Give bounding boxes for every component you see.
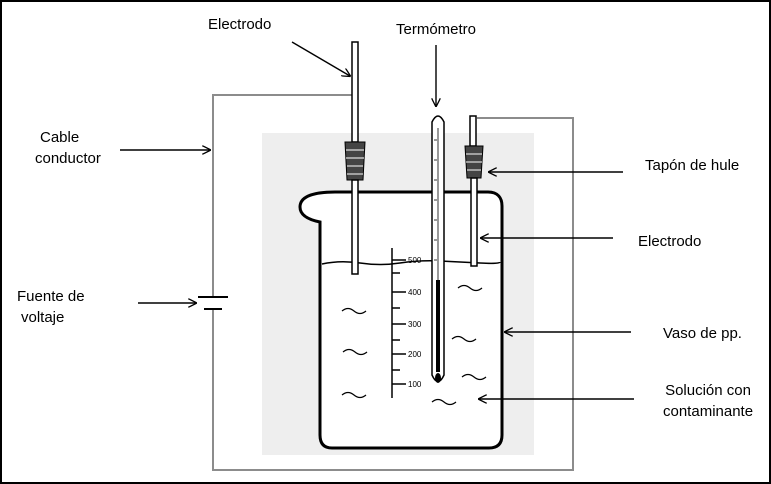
label-termometro: Termómetro xyxy=(396,21,477,38)
conductor-cable xyxy=(212,94,355,296)
label-solucion-con-contaminante: Solución con contaminante xyxy=(663,382,754,420)
label-vaso-de-pp: Vaso de pp. xyxy=(663,325,742,342)
label-cable-conductor: Cable conductor xyxy=(35,129,101,167)
scale-mark: 100 xyxy=(408,380,422,389)
beaker xyxy=(298,190,504,450)
scale-mark: 200 xyxy=(408,350,422,359)
left-electrode xyxy=(344,41,366,275)
scale-mark: 500 xyxy=(408,256,422,265)
right-electrode xyxy=(464,115,484,267)
conductor-cable-lower xyxy=(212,117,574,471)
scale-mark: 400 xyxy=(408,288,422,297)
scale-mark: 300 xyxy=(408,320,422,329)
arrow-electrodo-top xyxy=(291,41,350,76)
volume-scale xyxy=(391,248,406,398)
label-electrodo-top: Electrodo xyxy=(208,16,272,33)
label-tapon-de-hule: Tapón de hule xyxy=(645,157,740,174)
label-electrodo-right: Electrodo xyxy=(638,233,702,250)
label-fuente-de-voltaje: Fuente de voltaje xyxy=(17,288,85,326)
liquid-wave-marks xyxy=(341,284,487,406)
thermometer xyxy=(431,115,445,383)
